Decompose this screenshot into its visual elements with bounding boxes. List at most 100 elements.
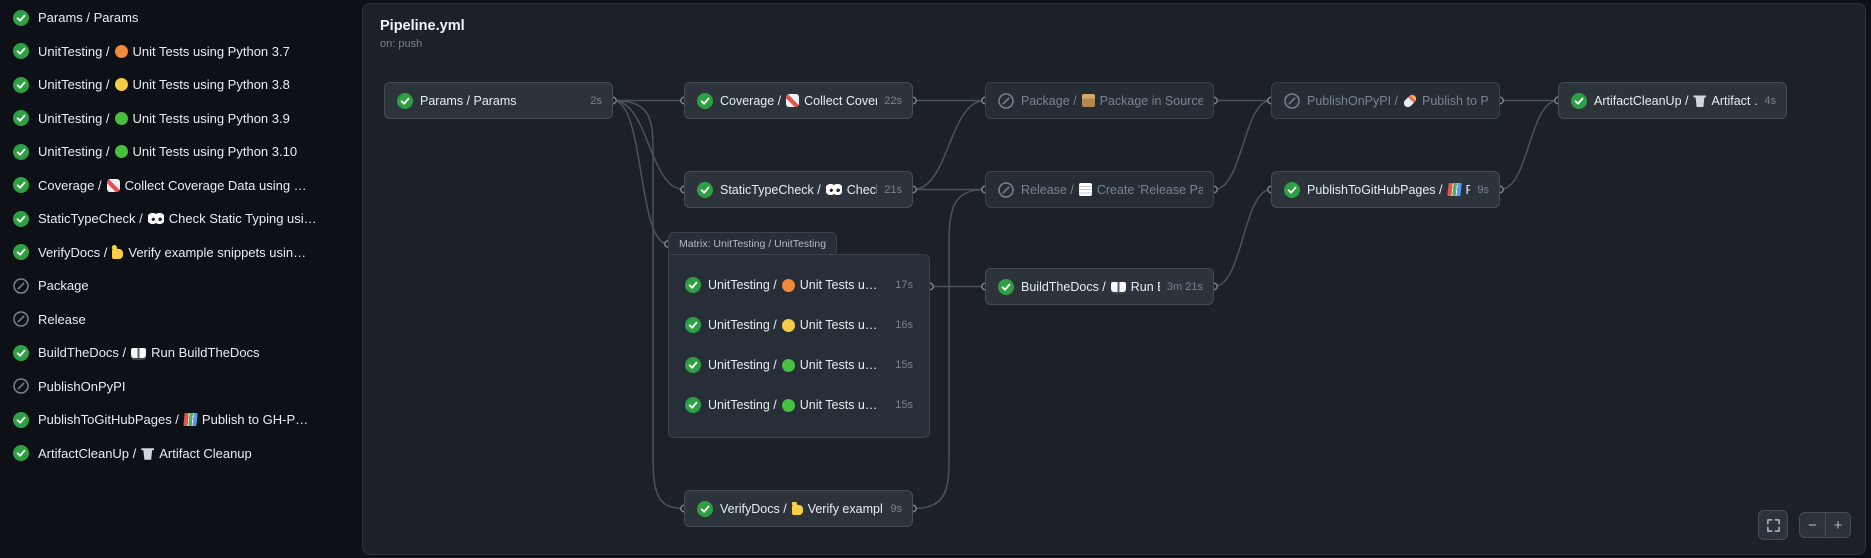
- node-label: UnitTesting /: [708, 398, 777, 412]
- job-label: UnitTesting /: [38, 110, 110, 126]
- eyes-emoji: [147, 212, 164, 226]
- duration: 21s: [884, 183, 902, 196]
- check-icon: [685, 317, 701, 333]
- matrix-body: UnitTesting / Unit Tests u… 17s UnitTest…: [668, 254, 930, 438]
- check-icon: [13, 110, 29, 126]
- node-label: PublishToGitHubPages /: [1307, 182, 1443, 197]
- job-label: PublishToGitHubPages /: [38, 412, 179, 428]
- job-label: BuildTheDocs /: [38, 345, 127, 361]
- matrix-job-py310[interactable]: UnitTesting / Unit Tests u… 15s: [669, 385, 929, 425]
- sidebar-item-unittesting-py39[interactable]: UnitTesting / Unit Tests using Python 3.…: [0, 102, 362, 136]
- check-icon: [685, 357, 701, 373]
- sidebar-item-unittesting-py310[interactable]: UnitTesting / Unit Tests using Python 3.…: [0, 135, 362, 169]
- duration: 3m 21s: [1166, 280, 1203, 293]
- check-icon: [1284, 182, 1300, 198]
- sidebar-item-unittesting-py37[interactable]: UnitTesting / Unit Tests using Python 3.…: [0, 35, 362, 69]
- duration: 17s: [895, 279, 913, 291]
- zoom-in-button[interactable]: +: [1825, 513, 1850, 537]
- job-label: PublishOnPyPI: [38, 378, 126, 394]
- job-label: ArtifactCleanUp /: [38, 445, 137, 461]
- matrix-label: Matrix: UnitTesting / UnitTesting: [668, 232, 838, 254]
- node-label: Coverage /: [720, 93, 782, 108]
- check-icon: [13, 244, 29, 260]
- check-icon: [13, 412, 29, 428]
- duration: 22s: [884, 94, 902, 107]
- matrix-job-py39[interactable]: UnitTesting / Unit Tests u… 15s: [669, 345, 929, 385]
- duration: 2s: [590, 94, 602, 107]
- sidebar-item-unittesting-py38[interactable]: UnitTesting / Unit Tests using Python 3.…: [0, 68, 362, 102]
- skipped-icon: [998, 182, 1014, 198]
- job-label: Package: [38, 278, 89, 294]
- orange-circle-emoji: [114, 44, 128, 58]
- matrix-group-unittesting: Matrix: UnitTesting / UnitTesting UnitTe…: [668, 232, 930, 438]
- sidebar-item-statictypecheck[interactable]: StaticTypeCheck / Check Static Typing us…: [0, 202, 362, 236]
- node-label: BuildTheDocs /: [1021, 279, 1106, 294]
- node-label: ArtifactCleanUp /: [1594, 93, 1689, 108]
- sidebar-item-artifactcleanup[interactable]: ArtifactCleanUp / Artifact Cleanup: [0, 437, 362, 471]
- matrix-job-py38[interactable]: UnitTesting / Unit Tests u… 16s: [669, 305, 929, 345]
- node-label: VerifyDocs /: [720, 501, 787, 516]
- graph-edges: [609, 96, 1562, 513]
- node-artifactcleanup[interactable]: ArtifactCleanUp / Artifact … 4s: [1558, 82, 1787, 119]
- check-icon: [13, 445, 29, 461]
- node-publishtogithubpages[interactable]: PublishToGitHubPages / P… 9s: [1271, 171, 1500, 208]
- package-emoji: [1081, 94, 1095, 107]
- chart-increasing-emoji: [786, 94, 800, 107]
- node-label: StaticTypeCheck /: [720, 182, 821, 197]
- duration: 9s: [1477, 183, 1489, 196]
- green-circle-emoji: [114, 111, 128, 125]
- sidebar-item-verifydocs[interactable]: VerifyDocs / Verify example snippets usi…: [0, 236, 362, 270]
- workflow-graph-canvas[interactable]: Pipeline.yml on: push: [362, 3, 1866, 555]
- check-icon: [697, 501, 713, 517]
- sidebar-item-package[interactable]: Package: [0, 269, 362, 303]
- sidebar-item-publishonpypi[interactable]: PublishOnPyPI: [0, 370, 362, 404]
- job-label: UnitTesting /: [38, 43, 110, 59]
- node-label: Release /: [1021, 182, 1074, 197]
- memo-emoji: [1078, 183, 1092, 196]
- thumbs-up-emoji: [112, 248, 124, 259]
- node-label: UnitTesting /: [708, 318, 777, 332]
- node-coverage[interactable]: Coverage / Collect Cover… 22s: [684, 82, 913, 119]
- yellow-circle-emoji: [781, 318, 795, 332]
- sidebar-item-release[interactable]: Release: [0, 303, 362, 337]
- skipped-icon: [13, 278, 29, 294]
- fullscreen-button[interactable]: [1758, 510, 1788, 540]
- zoom-out-button[interactable]: −: [1800, 513, 1825, 537]
- green-circle-emoji: [781, 398, 795, 412]
- node-statictypecheck[interactable]: StaticTypeCheck / Check … 21s: [684, 171, 913, 208]
- duration: 15s: [895, 359, 913, 371]
- check-icon: [13, 144, 29, 160]
- sidebar-item-buildthedocs[interactable]: BuildTheDocs / Run BuildTheDocs: [0, 336, 362, 370]
- yellow-circle-emoji: [114, 78, 128, 92]
- node-params[interactable]: Params / Params 2s: [384, 82, 613, 119]
- job-label: VerifyDocs /: [38, 244, 108, 260]
- node-package[interactable]: Package / Package in Source…: [985, 82, 1214, 119]
- books-emoji: [183, 413, 198, 427]
- node-verifydocs[interactable]: VerifyDocs / Verify exampl… 9s: [684, 490, 913, 527]
- check-icon: [1571, 93, 1587, 109]
- jobs-sidebar: Params / Params UnitTesting / Unit Tests…: [0, 0, 362, 558]
- matrix-job-py37[interactable]: UnitTesting / Unit Tests u… 17s: [669, 265, 929, 305]
- duration: 9s: [890, 502, 902, 515]
- chart-increasing-emoji: [106, 178, 120, 192]
- sidebar-item-publishtogithubpages[interactable]: PublishToGitHubPages / Publish to GH-P…: [0, 403, 362, 437]
- green-circle-emoji: [781, 358, 795, 372]
- check-icon: [13, 177, 29, 193]
- node-label: Package /: [1021, 93, 1077, 108]
- node-publishonpypi[interactable]: PublishOnPyPI / Publish to P…: [1271, 82, 1500, 119]
- check-icon: [13, 345, 29, 361]
- workflow-header: Pipeline.yml on: push: [380, 18, 465, 50]
- sidebar-item-coverage[interactable]: Coverage / Collect Coverage Data using …: [0, 169, 362, 203]
- eyes-emoji: [825, 183, 842, 196]
- check-icon: [13, 77, 29, 93]
- check-icon: [397, 93, 413, 109]
- node-buildthedocs[interactable]: BuildTheDocs / Run B… 3m 21s: [985, 268, 1214, 305]
- zoom-controls: − +: [1799, 512, 1851, 538]
- check-icon: [998, 279, 1014, 295]
- sidebar-item-params[interactable]: Params / Params: [0, 1, 362, 35]
- node-label: UnitTesting /: [708, 278, 777, 292]
- wastebasket-emoji: [141, 448, 155, 460]
- check-icon: [13, 211, 29, 227]
- node-release[interactable]: Release / Create 'Release Pa…: [985, 171, 1214, 208]
- check-icon: [685, 277, 701, 293]
